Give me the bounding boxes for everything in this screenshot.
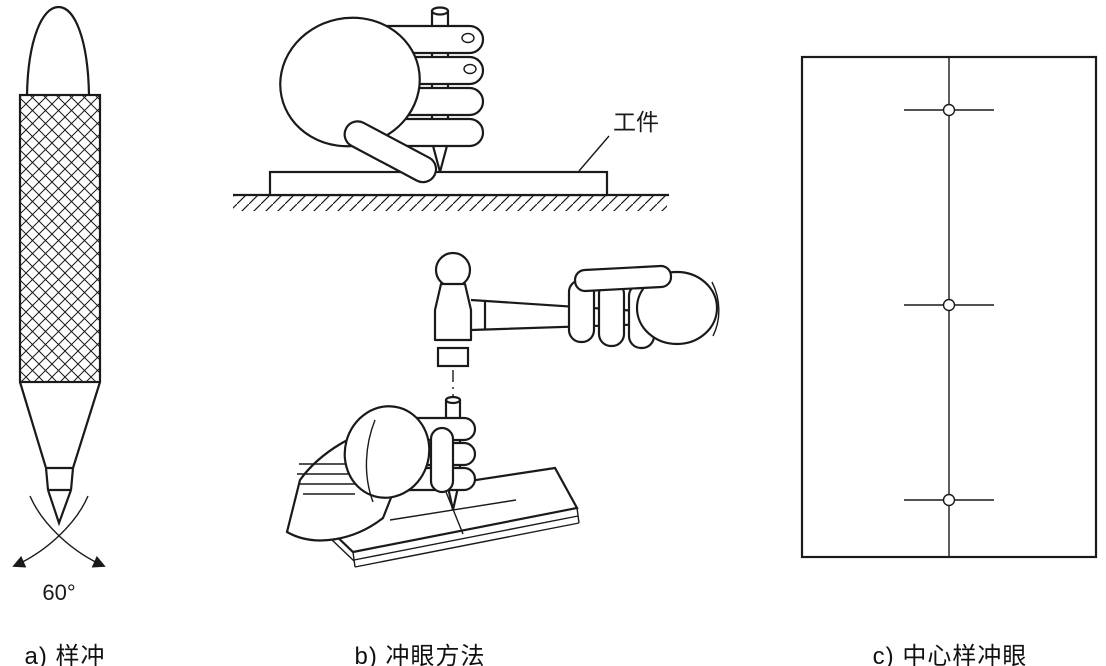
- punch-top-cap: [444, 395, 462, 405]
- punch-mark-dot: [942, 493, 956, 507]
- hand-holding-punch: [279, 16, 485, 184]
- thumb: [343, 120, 438, 184]
- center-punch-body: [18, 5, 102, 527]
- knurled-grip: [18, 93, 102, 384]
- ground-hatching: [233, 193, 669, 211]
- angle-label: 60°: [42, 580, 75, 605]
- hammer-ball-peen: [434, 251, 472, 289]
- punch-head-dome: [25, 5, 91, 96]
- punch-taper: [18, 381, 102, 470]
- panel-b-top-drawing: 工件: [233, 6, 669, 211]
- cuff-line: [365, 419, 376, 503]
- wrist-line: [711, 281, 720, 337]
- punch-tip-cone: [44, 467, 75, 527]
- panel-a-punch-drawing: 60°: [12, 5, 106, 605]
- workpiece-label: 工件: [613, 109, 659, 135]
- angle-arc-right: [29, 495, 106, 568]
- thumb: [429, 426, 455, 494]
- plate-thickness-lines: [304, 505, 580, 568]
- caption-a: a) 样冲: [24, 643, 106, 666]
- hammer: [433, 251, 655, 368]
- caption-c: c) 中心样冲眼: [872, 643, 1028, 666]
- right-hand: [567, 264, 720, 350]
- workpiece-callout: 工件: [578, 109, 659, 172]
- hammer-face: [436, 346, 470, 368]
- left-hand: [343, 405, 477, 503]
- punch-mark: [904, 493, 994, 507]
- hammer-head: [433, 282, 473, 342]
- palm: [343, 405, 431, 499]
- palm: [635, 270, 719, 346]
- angle-arc-left: [12, 495, 89, 568]
- fingernail: [463, 63, 477, 75]
- punch-top-cap: [430, 6, 450, 16]
- punch-mark-dot: [942, 298, 956, 312]
- angle-dimension: 60°: [12, 495, 106, 605]
- punch-mark: [904, 103, 994, 117]
- leader-line: [578, 135, 610, 172]
- panel-b-bottom-drawing: [285, 251, 720, 568]
- punch-mark-dot: [942, 103, 956, 117]
- caption-b: b) 冲眼方法: [354, 643, 486, 666]
- fingernail: [461, 32, 475, 44]
- punch-mark: [904, 298, 994, 312]
- finger: [597, 280, 626, 348]
- sleeve-fold-lines: [297, 463, 363, 495]
- thumb: [573, 264, 673, 293]
- panel-c-drawing: [800, 55, 1098, 559]
- hammer-handle: [470, 298, 655, 332]
- workpiece-bar: [268, 170, 609, 197]
